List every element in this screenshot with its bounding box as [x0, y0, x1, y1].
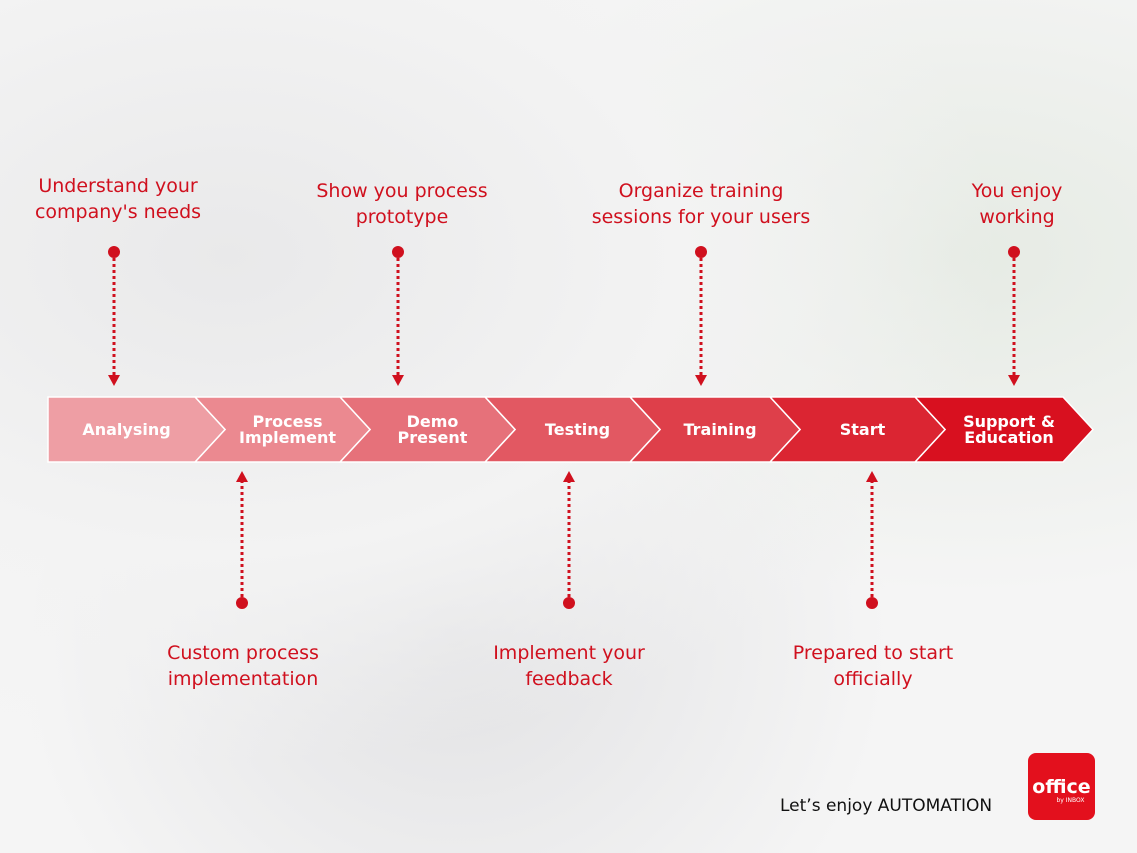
top-2-arrowhead-icon: [392, 375, 404, 386]
step-arrow-analysing: [47, 396, 227, 463]
logo-word: office: [1032, 776, 1091, 798]
office-logo: office by INBOX: [1028, 753, 1095, 820]
note-custom-implementation: Custom process implementation: [167, 642, 319, 690]
step-label-training: Training: [683, 419, 757, 439]
logo-sub: by INBOX: [1056, 797, 1085, 804]
bottom-2-arrowhead-icon: [563, 471, 575, 482]
step-label-process-implement: Process Implement: [239, 411, 336, 447]
step-label-start: Start: [839, 419, 886, 439]
tagline: Let’s enjoy AUTOMATION: [780, 796, 993, 816]
top-1-dot: [108, 246, 120, 258]
note-feedback: Implement your feedback: [493, 642, 645, 690]
step-label-demo-present: Demo Present: [397, 411, 468, 447]
bottom-3-arrowhead-icon: [866, 471, 878, 482]
step-label-testing: Testing: [544, 419, 611, 439]
note-understand-needs: Understand your company's needs: [34, 175, 202, 223]
step-label-analysing: Analysing: [82, 419, 171, 439]
note-enjoy-working: You enjoy working: [971, 180, 1063, 228]
note-training-sessions: Organize training sessions for your user…: [591, 180, 811, 228]
top-4-arrowhead-icon: [1008, 375, 1020, 386]
top-2-dot: [392, 246, 404, 258]
bottom-1-dot: [236, 597, 248, 609]
note-prototype: Show you process prototype: [316, 180, 488, 228]
step-label-support-education: Support & Education: [963, 411, 1055, 447]
bottom-2-dot: [563, 597, 575, 609]
top-1-arrowhead-icon: [108, 375, 120, 386]
top-3-dot: [695, 246, 707, 258]
top-4-dot: [1008, 246, 1020, 258]
bottom-1-arrowhead-icon: [236, 471, 248, 482]
bottom-3-dot: [866, 597, 878, 609]
note-start-officially: Prepared to start officially: [792, 642, 954, 690]
top-3-arrowhead-icon: [695, 375, 707, 386]
